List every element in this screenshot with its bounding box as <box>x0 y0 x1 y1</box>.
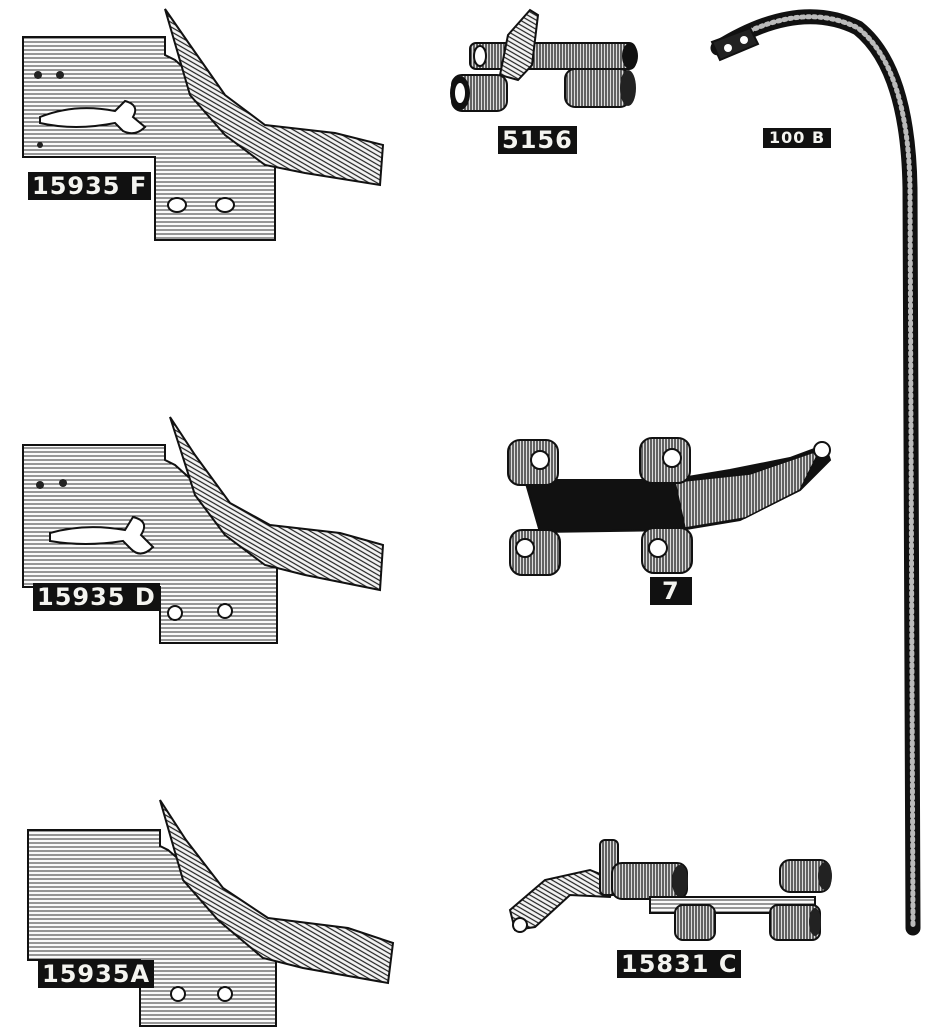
part-label-15935a: 15935A <box>38 960 155 988</box>
lever-7-illustration <box>500 430 840 585</box>
rod-100b-illustration <box>708 8 928 938</box>
part-label-15935f: 15935 F <box>28 172 152 200</box>
part-label-15935d: 15935 D <box>33 583 160 611</box>
bracket-15831c-illustration <box>500 835 840 950</box>
plate-15935d-illustration <box>15 415 390 650</box>
part-label-15831c: 15831 C <box>617 950 742 978</box>
plate-15935f-illustration <box>15 5 390 245</box>
part-label-100b: 100 B <box>763 128 832 148</box>
looper-5156-illustration <box>440 5 645 120</box>
plate-15935a-illustration <box>18 798 398 1028</box>
part-label-5156: 5156 <box>498 126 577 154</box>
part-label-7: 7 <box>650 577 692 605</box>
